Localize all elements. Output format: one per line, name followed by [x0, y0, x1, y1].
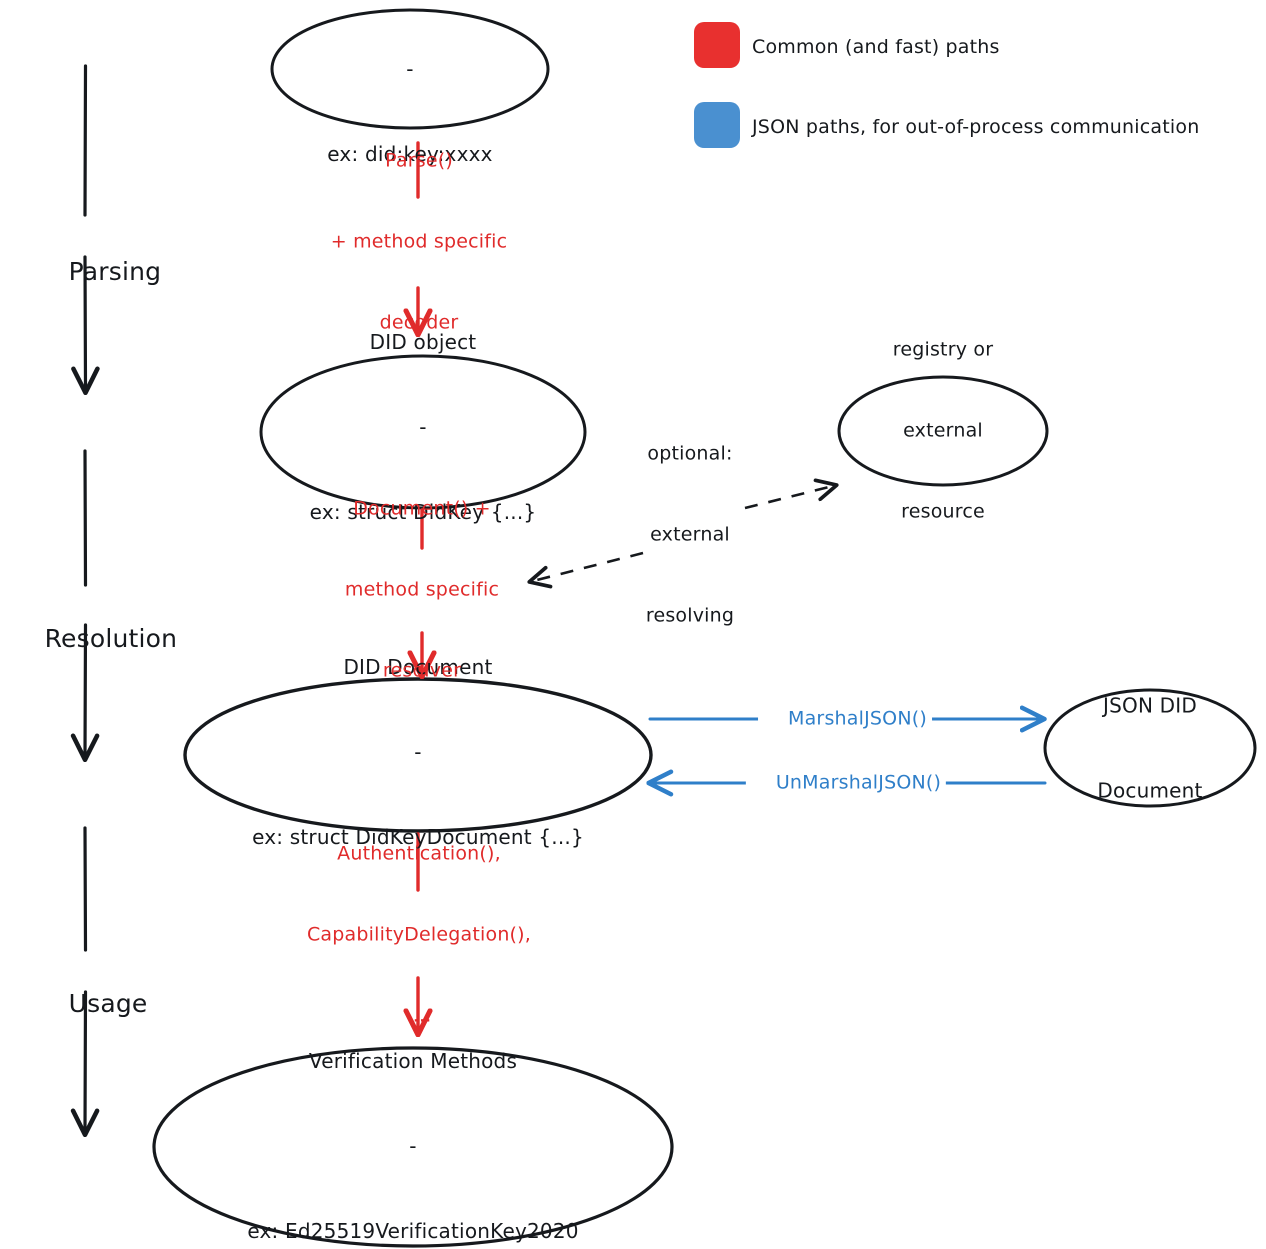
- node-label-did-object: DID object - ex: struct DidKey {...}: [268, 271, 578, 583]
- node-did-document-line-1: DID Document: [343, 654, 493, 679]
- node-verification-methods: [152, 1046, 674, 1248]
- stage-label-resolution-text: Resolution: [44, 623, 178, 653]
- legend-label-common-paths: Common (and fast) paths: [752, 36, 1000, 58]
- node-did-string: [270, 8, 550, 130]
- node-label-verification-methods: Verification Methods - ex: Ed25519Verifi…: [178, 990, 648, 1249]
- node-did-string-line-3: ex: did:key:xxxx: [327, 141, 493, 166]
- stage-label-usage: Usage: [36, 950, 206, 1057]
- node-did-object: [259, 354, 587, 510]
- legend-swatch-common-paths: [694, 22, 740, 68]
- edge-external-resolving-line-1: optional:: [647, 442, 733, 465]
- legend-label-json-paths: JSON paths, for out-of-process communica…: [752, 116, 1200, 138]
- node-did-object-line-2: -: [419, 414, 427, 439]
- edge-external-resolving-line-2: external: [650, 523, 730, 546]
- edge-parse-line-2: + method specific: [330, 230, 508, 253]
- stage-label-parsing-text: Parsing: [68, 256, 162, 286]
- stage-rail-parsing: [71, 64, 100, 396]
- edge-external-resolving-line-3: resolving: [645, 604, 735, 627]
- node-verification-methods-line-3: ex: Ed25519VerificationKey2020: [247, 1218, 579, 1243]
- edge-marshal-json-text: MarshalJSON(): [788, 707, 927, 730]
- edge-document-line-1: Document() +: [353, 497, 491, 520]
- node-did-object-line-3: ex: struct DidKey {...}: [309, 499, 537, 524]
- stage-label-parsing: Parsing: [36, 218, 206, 325]
- node-json-did-document-line-1: JSON DID: [1103, 693, 1197, 718]
- node-label-json-did-document: JSON DID Document: [1055, 634, 1245, 861]
- edge-usage-methods-line-1: Authentication(),: [337, 842, 501, 865]
- edge-label-unmarshal-json: UnMarshalJSON(): [745, 740, 947, 826]
- edge-external-resolving-back: [527, 551, 644, 589]
- node-label-did-document: DID Document - ex: struct DidKeyDocument…: [208, 596, 628, 908]
- stage-rail-resolution: [70, 449, 100, 763]
- edge-document-line-2: method specific: [344, 578, 500, 601]
- stage-label-resolution: Resolution: [12, 585, 222, 692]
- node-label-registry: registry or external resource: [843, 283, 1043, 580]
- node-verification-methods-line-2: -: [409, 1133, 417, 1158]
- edge-usage-methods-line-2: CapabilityDelegation(),: [306, 923, 532, 946]
- edge-parse-line-3: decoder: [379, 311, 459, 334]
- edge-parse-line-1: Parse(): [385, 149, 453, 172]
- edge-document-line-3: resolver: [382, 659, 462, 682]
- stage-rail-usage: [70, 826, 100, 1138]
- edge-external-resolving-out: [744, 478, 839, 510]
- node-registry-line-2: external: [903, 419, 983, 442]
- legend-swatch-json-paths: [694, 102, 740, 148]
- stage-label-usage-text: Usage: [68, 988, 148, 1018]
- node-registry-line-1: registry or: [892, 338, 994, 361]
- edge-unmarshal-json-text: UnMarshalJSON(): [775, 771, 942, 794]
- node-did-object-line-1: DID object: [369, 329, 477, 354]
- node-did-document-line-3: ex: struct DidKeyDocument {...}: [252, 824, 584, 849]
- node-verification-methods-line-1: Verification Methods: [308, 1048, 518, 1073]
- edge-label-usage-methods: Authentication(), CapabilityDelegation()…: [254, 787, 584, 1084]
- node-registry-line-3: resource: [901, 500, 985, 523]
- node-json-did-document-line-2: Document: [1097, 778, 1203, 803]
- edge-label-external-resolving: optional: external resolving: [595, 387, 785, 684]
- edge-usage-methods-line-3: ....: [406, 1004, 432, 1027]
- node-json-did-document: [1043, 688, 1257, 808]
- node-registry: [837, 375, 1049, 487]
- node-did-string-line-2: -: [406, 56, 414, 81]
- node-label-did-string: DID string - ex: did:key:xxxx: [270, 0, 550, 225]
- edge-label-parse: Parse() + method specific decoder: [269, 94, 569, 391]
- edge-label-document: Document() + method specific resolver: [272, 442, 572, 739]
- node-did-document-line-2: -: [414, 739, 422, 764]
